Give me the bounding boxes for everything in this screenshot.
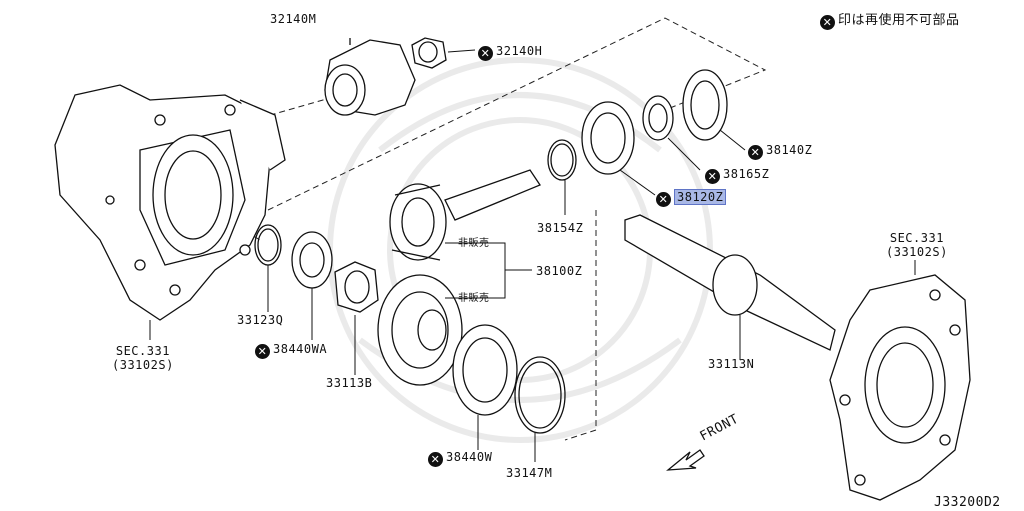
part-38140Z-bearing: [682, 69, 746, 151]
non-reusable-icon: ✕: [705, 169, 720, 184]
front-arrow-icon: [666, 449, 705, 471]
non-reusable-icon: ✕: [820, 15, 835, 30]
part-38440WA-bearing: [291, 231, 333, 340]
part-38120Z-bearing: [581, 101, 656, 196]
label-not-for-sale-1: 非販売: [458, 238, 490, 249]
label-33147M: 33147M: [506, 466, 553, 480]
label-38440W: ✕38440W: [428, 450, 492, 467]
part-33147M-ring: [514, 356, 566, 462]
label-38165Z: ✕38165Z: [705, 167, 769, 184]
part-ring-gear-lower: [377, 274, 463, 386]
label-38440WA: ✕38440WA: [255, 342, 327, 359]
label-sec-left: SEC.331 (33102S): [112, 344, 174, 372]
label-sec-right: SEC.331 (33102S): [886, 231, 948, 259]
part-33113B-nut: [334, 261, 379, 375]
label-32140M: 32140M: [270, 12, 317, 26]
label-32140H: ✕32140H: [478, 44, 542, 61]
label-33113B: 33113B: [326, 376, 373, 390]
label-not-for-sale-2: 非販売: [458, 293, 490, 304]
part-38165Z-collar: [642, 95, 701, 171]
left-transfer-housing: [54, 84, 286, 340]
label-38100Z: 38100Z: [536, 264, 583, 278]
label-33123Q: 33123Q: [237, 313, 284, 327]
non-reusable-icon: ✕: [255, 344, 270, 359]
right-transfer-housing: [829, 260, 971, 501]
legend-text: 印は再使用不可部品: [838, 13, 960, 28]
part-32140M-flange: [324, 38, 416, 116]
non-reusable-icon: ✕: [656, 192, 671, 207]
legend: ✕印は再使用不可部品: [820, 14, 960, 30]
bracket-38100Z: [445, 242, 532, 299]
label-38120Z[interactable]: ✕38120Z: [656, 189, 727, 207]
part-38440W-bearing: [452, 324, 518, 450]
part-pinion-gear-upper: [389, 169, 541, 261]
part-38154Z-ring: [547, 139, 577, 215]
non-reusable-icon: ✕: [478, 46, 493, 61]
part-32140H-nut: [411, 37, 476, 69]
part-33123Q-ring: [254, 224, 282, 312]
diagram-code: J33200D2: [934, 495, 1001, 510]
part-33113N-shaft: [624, 214, 836, 360]
label-38140Z: ✕38140Z: [748, 143, 812, 160]
non-reusable-icon: ✕: [748, 145, 763, 160]
non-reusable-icon: ✕: [428, 452, 443, 467]
label-38154Z: 38154Z: [537, 221, 584, 235]
highlighted-part-number: 38120Z: [674, 189, 727, 205]
label-33113N: 33113N: [708, 357, 755, 371]
